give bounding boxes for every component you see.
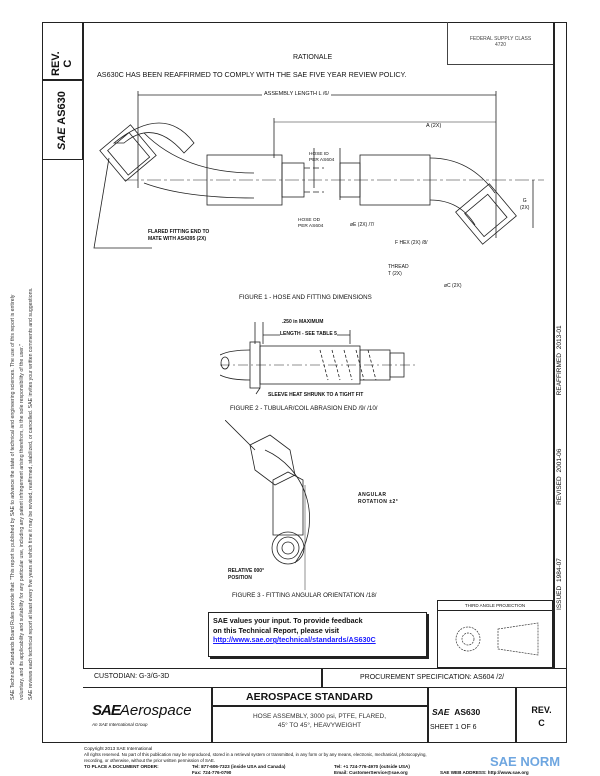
fsc-box: FEDERAL SUPPLY CLASS 4720: [447, 22, 553, 65]
g-dim: G(2X): [520, 198, 530, 211]
rev-label: REV.: [50, 51, 62, 76]
disclaimer-line-1: SAE Technical Standards Board Rules prov…: [10, 294, 16, 700]
custodian: CUSTODIAN: G-3/G-3D: [94, 673, 170, 680]
drawing-frame: [42, 22, 567, 743]
tel-international: Tel: +1 724-776-4970 (outside USA): [334, 764, 410, 769]
f-hex-dim: F HEX (2X) /8/: [395, 240, 428, 246]
copyright: Copyright 2013 SAE International: [84, 746, 153, 751]
fsc-code: 4720: [494, 42, 507, 48]
disclaimer-line-3: SAE reviews each technical report at lea…: [28, 287, 34, 701]
projection-box: THIRD ANGLE PROJECTION: [437, 600, 553, 668]
figure-3-caption: FIGURE 3 - FITTING ANGULAR ORIENTATION /…: [232, 592, 377, 599]
feedback-link[interactable]: http://www.sae.org/technical/standards/A…: [213, 635, 376, 644]
aerospace-standard-heading: AEROSPACE STANDARD: [246, 691, 373, 703]
sleeve-label: SLEEVE HEAT SHRUNK TO A TIGHT FIT: [268, 392, 364, 398]
email[interactable]: Email: CustomerService@sae.org: [334, 770, 408, 775]
feedback-line-1: SAE values your input. To provide feedba…: [213, 616, 363, 625]
rights-line-2: recording, or otherwise, without the pri…: [84, 758, 216, 763]
order-label: TO PLACE A DOCUMENT ORDER:: [84, 764, 159, 769]
max-dim: .250 in MAXIMUM: [282, 319, 324, 325]
doc-number-box: [42, 80, 83, 160]
rev-value: C: [62, 59, 74, 68]
feedback-line-2: on this Technical Report, please visit: [213, 625, 340, 635]
document-title: HOSE ASSEMBLY, 3000 psi, PTFE, FLARED,45…: [252, 713, 387, 729]
doc-number-block: SAE AS630: [432, 707, 481, 717]
figure-2-caption: FIGURE 2 - TUBULAR/COIL ABRASION END /9/…: [230, 405, 378, 412]
revision-history: ISSUED 1984-07 REVISED 2001-06 REAFFIRME…: [556, 325, 563, 610]
length-dim: LENGTH - SEE TABLE 5: [280, 331, 337, 337]
web-address[interactable]: SAE WEB ADDRESS: http://www.sae.org: [440, 770, 529, 775]
projection-label: THIRD ANGLE PROJECTION: [438, 601, 552, 611]
figure-2-drawing: [220, 322, 415, 395]
rev-block: REV.C: [531, 705, 552, 728]
sae-norm-watermark: SAE NORM: [490, 754, 561, 769]
procurement-spec: PROCUREMENT SPECIFICATION: AS604 /2/: [360, 674, 505, 681]
tel-domestic: Tel: 877-606-7323 (inside USA and Canada…: [192, 764, 286, 769]
feedback-box: SAE values your input. To provide feedba…: [208, 612, 427, 657]
a-dim: A (2X): [426, 123, 442, 129]
rationale-text: AS630C HAS BEEN REAFFIRMED TO COMPLY WIT…: [97, 70, 407, 79]
rev-box: [42, 22, 83, 80]
sae-logo-small: SAE: [56, 127, 68, 150]
figure-3-drawing: [225, 420, 310, 590]
c-dim: øC (2X): [444, 283, 462, 289]
left-rev: REV.C: [50, 51, 74, 76]
fax: Fax: 724-776-0790: [192, 770, 232, 775]
left-doc-number: SAE AS630: [56, 91, 68, 150]
logo-subtitle: An SAE International Group: [92, 722, 148, 727]
assembly-length-dim: ASSEMBLY LENGTH L /6/: [262, 91, 332, 97]
e-dim: øE (2X) /7/: [350, 222, 375, 228]
figure-1-caption: FIGURE 1 - HOSE AND FITTING DIMENSIONS: [239, 294, 372, 301]
relative-position-label: RELATIVE 000°POSITION: [228, 568, 265, 581]
figure-1-drawing: [93, 91, 544, 249]
disclaimer-line-2: voluntary, and its applicability and sui…: [19, 344, 25, 700]
third-angle-projection-icon: [455, 622, 539, 656]
sheet-number: SHEET 1 OF 6: [430, 724, 477, 731]
rationale-title: RATIONALE: [293, 54, 333, 61]
fsc-label: FEDERAL SUPPLY CLASS: [469, 36, 532, 42]
sae-aerospace-logo: SAEAerospace: [92, 702, 192, 719]
rights-line-1: All rights reserved. No part of this pub…: [84, 752, 427, 757]
